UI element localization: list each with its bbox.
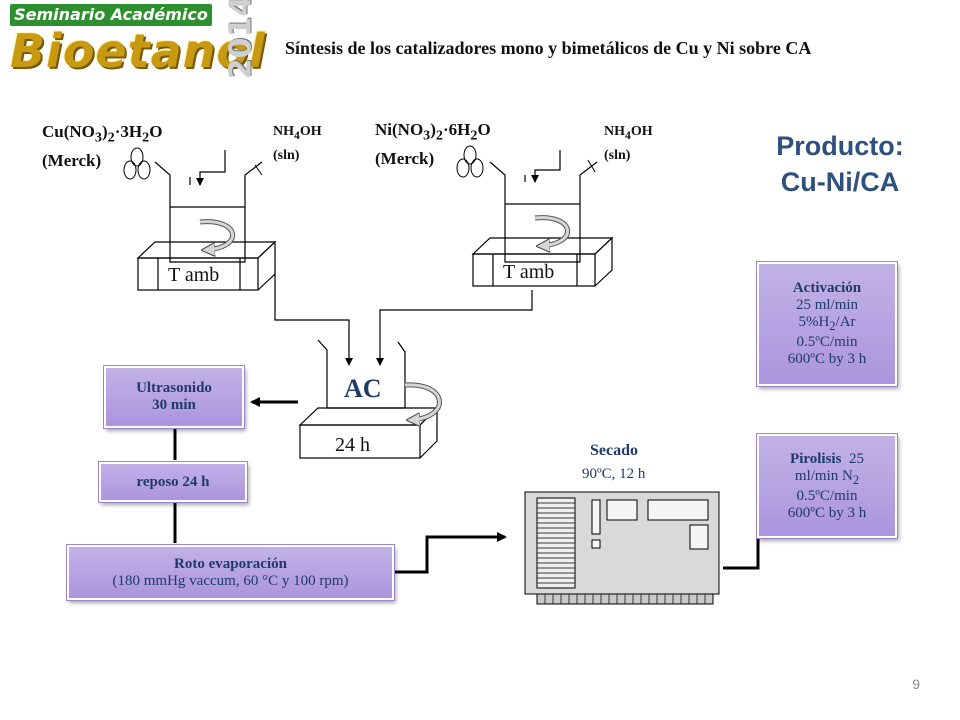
secado-label: Secado	[590, 442, 638, 459]
ni-to-ac-arrow	[376, 290, 533, 366]
ni-bubbles-icon	[456, 145, 484, 178]
ni-bath-label: T amb	[503, 261, 555, 283]
cu-base-feed-arrow	[196, 150, 226, 186]
bioetanol-logo: Bioetanol	[10, 24, 266, 78]
ultrasonido-box: Ultrasonido 30 min	[104, 366, 244, 428]
slide-title: Síntesis de los catalizadores mono y bim…	[285, 38, 812, 58]
secado-to-pirolisis-line	[723, 495, 760, 570]
pirolisis-box: Pirolisis 25 ml/min N2 0.5ºC/min 600ºC b…	[757, 434, 897, 538]
cu-base-label: NH4OH (sln)	[273, 124, 322, 163]
oven-icon	[524, 491, 720, 605]
secado-detail: 90ºC, 12 h	[582, 466, 646, 482]
roto-to-secado-arrow	[394, 532, 507, 574]
ni-base-feed-arrow	[531, 150, 561, 183]
ni-stirrer-bath	[471, 236, 614, 287]
cu-beaker	[154, 161, 263, 263]
seminar-tag: Seminario Académico	[10, 4, 212, 26]
ac-label: AC	[344, 374, 382, 403]
product-label: Producto: Cu-Ni/CA	[776, 131, 904, 197]
ac-bath-label: 24 h	[335, 434, 370, 456]
page-number: 9	[912, 676, 920, 692]
cu-bubbles-icon	[123, 147, 151, 180]
activacion-box: Activación 25 ml/min 5%H2/Ar 0.5ºC/min 6…	[757, 262, 897, 386]
reposo-box: reposo 24 h	[99, 462, 247, 502]
ni-base-label: NH4OH (sln)	[604, 124, 653, 163]
ni-salt-label: Ni(NO3)2·6H2O (Merck)	[375, 120, 491, 169]
ni-beaker	[489, 161, 598, 263]
cu-bath-label: T amb	[168, 264, 220, 286]
cu-stirrer-bath	[136, 240, 277, 291]
cu-to-ac-arrow	[274, 274, 353, 366]
cu-salt-label: Cu(NO3)2·3H2O (Merck)	[42, 122, 163, 171]
roto-evaporacion-box: Roto evaporación (180 mmHg vaccum, 60 °C…	[67, 545, 394, 600]
